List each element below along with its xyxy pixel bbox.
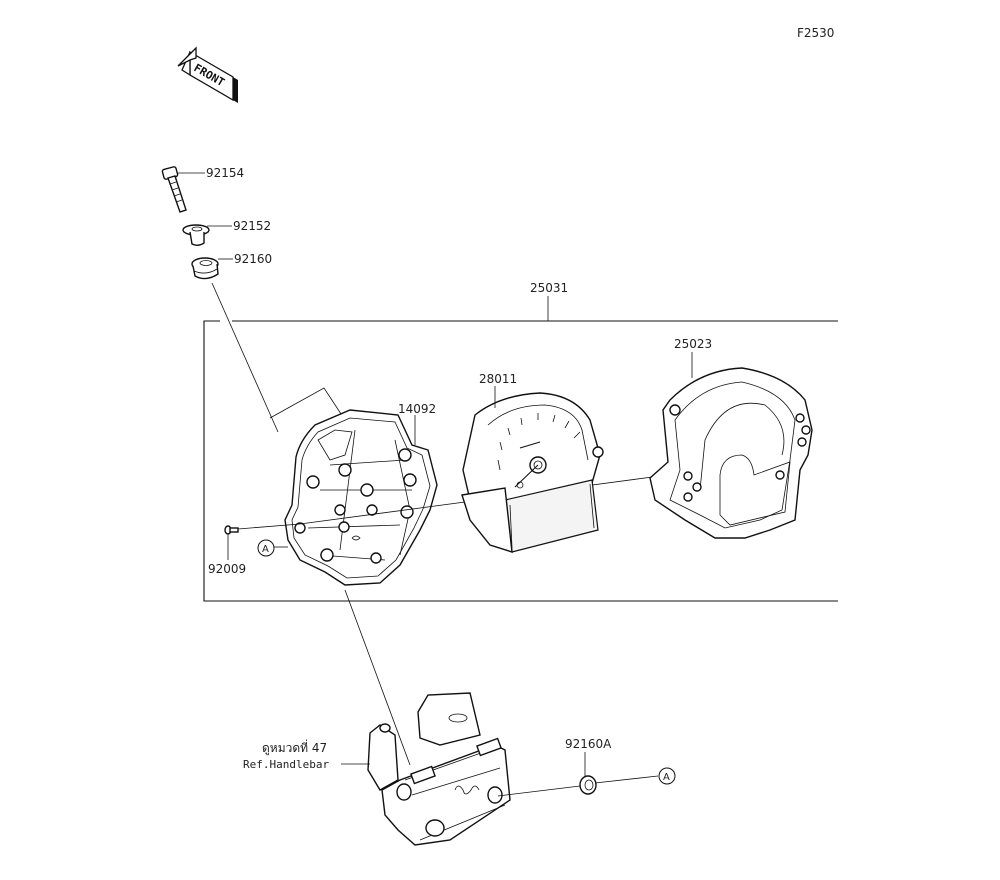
assembly-label-25031[interactable]: 25031 [530, 281, 568, 295]
collar-icon [182, 224, 210, 246]
assembly-line-upper [211, 282, 279, 433]
bracket-ref-thai: ดูหมวดที่ 47 [262, 739, 327, 756]
part-label-92160a[interactable]: 92160A [565, 737, 612, 751]
reference-marker-a-left [257, 539, 275, 557]
reference-marker-a-right-label: A [663, 772, 670, 783]
screw-icon [224, 525, 239, 535]
part-label-25023[interactable]: 25023 [674, 337, 712, 351]
part-label-14092[interactable]: 14092 [398, 402, 436, 416]
part-label-92009[interactable]: 92009 [208, 562, 246, 576]
part-label-92160[interactable]: 92160 [234, 252, 272, 266]
handlebar-bracket-icon [367, 692, 511, 846]
part-label-92152[interactable]: 92152 [233, 219, 271, 233]
part-label-92154[interactable]: 92154 [206, 166, 244, 180]
reference-marker-a-right [658, 767, 676, 785]
grouping-bracket [269, 387, 346, 421]
grommet-a-to-marker-line [594, 775, 659, 784]
grommet-icon [191, 257, 219, 280]
reference-marker-a-left-label: A [262, 544, 269, 555]
diagram-code: F2530 [797, 26, 834, 40]
meter-case-icon [284, 409, 438, 586]
meter-cover-icon [649, 367, 813, 539]
bracket-ref-english[interactable]: Ref.Handlebar [243, 758, 329, 771]
speedometer-icon [461, 392, 604, 553]
screw-axis-line [237, 523, 301, 530]
part-label-28011[interactable]: 28011 [479, 372, 517, 386]
grommet-a-axis-line [497, 785, 581, 797]
bolt-icon [161, 166, 187, 213]
front-direction-arrow-icon: FRONT [177, 46, 238, 103]
grommet-a-icon [579, 775, 597, 795]
assembly-frame [203, 296, 838, 602]
assembly-line-lower [344, 589, 411, 766]
